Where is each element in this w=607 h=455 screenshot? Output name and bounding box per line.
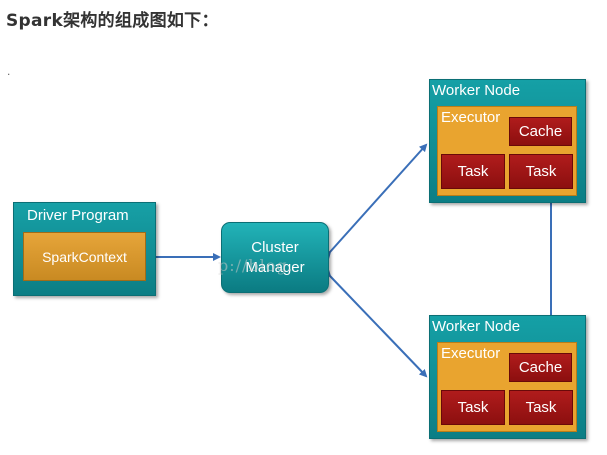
- task-box: Task: [441, 390, 505, 425]
- worker-node-1: Worker Node Executor Cache Task Task: [429, 79, 586, 203]
- arrow-cluster-manager-to-worker-2: [322, 268, 428, 378]
- cluster-manager-label-line1: Cluster: [251, 239, 299, 256]
- cache-box: Cache: [509, 117, 572, 146]
- executor-label: Executor: [441, 109, 501, 126]
- cluster-manager-label-line2: Manager: [245, 259, 305, 276]
- arrow-cluster-manager-to-worker-1: [323, 143, 428, 260]
- task-box: Task: [441, 154, 505, 189]
- worker-node-title: Worker Node: [432, 318, 521, 335]
- executor-box: Executor Cache Task Task: [437, 106, 577, 196]
- task-box: Task: [509, 390, 573, 425]
- stray-mark: .: [7, 64, 11, 78]
- executor-label: Executor: [441, 345, 501, 362]
- page-heading: Spark架构的组成图如下：: [6, 11, 219, 31]
- sparkcontext-box: SparkContext: [23, 232, 146, 281]
- driver-program-title: Driver Program: [27, 207, 129, 224]
- worker-node-2: Worker Node Executor Cache Task Task: [429, 315, 586, 439]
- driver-program-box: Driver Program SparkContext: [13, 202, 156, 296]
- cache-box: Cache: [509, 353, 572, 382]
- task-box: Task: [509, 154, 573, 189]
- executor-box: Executor Cache Task Task: [437, 342, 577, 432]
- watermark: p://blog.: [218, 256, 294, 275]
- cluster-manager-box: Cluster Manager: [221, 222, 329, 293]
- worker-node-title: Worker Node: [432, 82, 521, 99]
